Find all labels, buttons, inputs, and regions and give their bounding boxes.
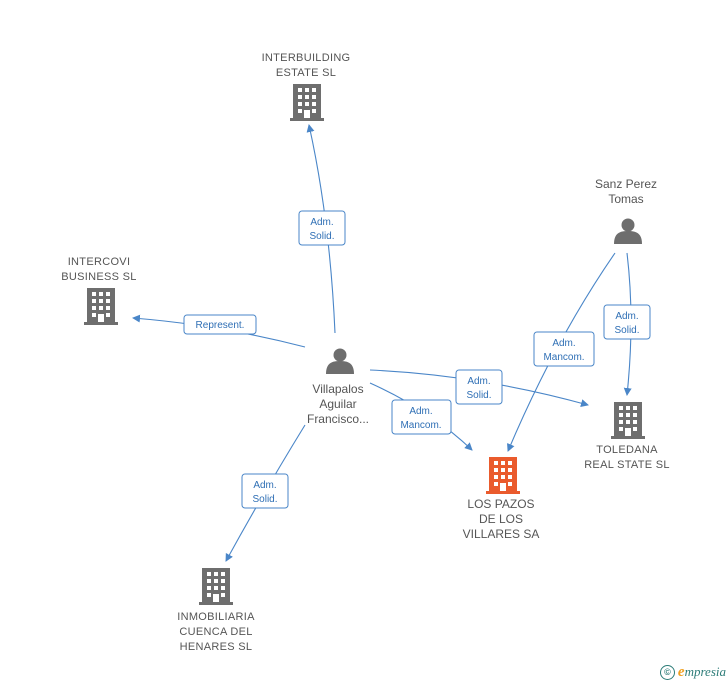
building-icon bbox=[84, 288, 118, 325]
svg-text:Solid.: Solid. bbox=[614, 325, 639, 336]
svg-text:Adm.: Adm. bbox=[310, 217, 333, 228]
svg-text:Adm.: Adm. bbox=[552, 338, 575, 349]
node-label-line2: ESTATE SL bbox=[276, 67, 336, 79]
node-inmobiliaria-cuenca[interactable]: INMOBILIARIA CUENCA DEL HENARES SL bbox=[177, 568, 255, 653]
node-label-line3: HENARES SL bbox=[180, 641, 253, 653]
edge-label-villapalos-interbuilding: Adm. Solid. bbox=[298, 210, 346, 246]
brand-name: empresia bbox=[677, 664, 726, 680]
building-icon bbox=[199, 568, 233, 605]
node-label-line2: DE LOS bbox=[479, 512, 523, 526]
edge-label-sanz-toledana: Adm. Solid. bbox=[603, 304, 651, 340]
node-toledana-real-state[interactable]: TOLEDANA REAL STATE SL bbox=[584, 402, 670, 471]
svg-text:Solid.: Solid. bbox=[252, 494, 277, 505]
node-sanz-perez[interactable]: Sanz Perez Tomas bbox=[595, 177, 657, 244]
empresia-logo[interactable]: © empresia bbox=[659, 664, 726, 681]
node-label-line1: INMOBILIARIA bbox=[177, 611, 255, 623]
svg-text:Adm.: Adm. bbox=[467, 376, 490, 387]
node-label-line1: Villapalos bbox=[312, 382, 363, 396]
node-label-line1: LOS PAZOS bbox=[467, 497, 534, 511]
edge-label-villapalos-lospazos: Adm. Mancom. bbox=[391, 399, 452, 435]
edge-label-sanz-lospazos: Adm. Mancom. bbox=[533, 331, 595, 367]
building-icon bbox=[486, 457, 520, 494]
node-interbuilding-estate[interactable]: INTERBUILDING ESTATE SL bbox=[262, 52, 351, 121]
building-icon bbox=[290, 84, 324, 121]
svg-text:Mancom.: Mancom. bbox=[400, 420, 441, 431]
person-icon bbox=[614, 218, 642, 244]
svg-text:Solid.: Solid. bbox=[466, 390, 491, 401]
node-villapalos-aguilar[interactable]: Villapalos Aguilar Francisco... bbox=[307, 348, 369, 427]
svg-text:Represent.: Represent. bbox=[196, 320, 245, 331]
node-label-line3: Francisco... bbox=[307, 412, 369, 426]
node-label-line1: INTERBUILDING bbox=[262, 52, 351, 64]
node-label-line1: TOLEDANA bbox=[596, 444, 658, 456]
node-label-line3: VILLARES SA bbox=[463, 527, 540, 541]
node-los-pazos-villares[interactable]: LOS PAZOS DE LOS VILLARES SA bbox=[463, 457, 540, 541]
node-label-line2: BUSINESS SL bbox=[61, 271, 136, 283]
node-label-line2: REAL STATE SL bbox=[584, 459, 670, 471]
node-label-line2: CUENCA DEL bbox=[179, 626, 252, 638]
svg-text:Mancom.: Mancom. bbox=[543, 352, 584, 363]
node-label-line1: INTERCOVI bbox=[68, 256, 131, 268]
node-label-line2: Aguilar bbox=[319, 397, 356, 411]
node-intercovi-business[interactable]: INTERCOVI BUSINESS SL bbox=[61, 256, 136, 325]
copyright-icon: © bbox=[659, 665, 675, 680]
svg-text:Adm.: Adm. bbox=[253, 480, 276, 491]
svg-text:Solid.: Solid. bbox=[309, 231, 334, 242]
edge-label-villapalos-intercovi: Represent. bbox=[183, 314, 257, 335]
node-label-line2: Tomas bbox=[608, 192, 643, 206]
svg-text:Adm.: Adm. bbox=[615, 311, 638, 322]
building-icon bbox=[611, 402, 645, 439]
person-icon bbox=[326, 348, 354, 374]
edge-label-villapalos-toledana: Adm. Solid. bbox=[455, 369, 503, 405]
node-label-line1: Sanz Perez bbox=[595, 177, 657, 191]
edge-label-villapalos-inmobiliaria: Adm. Solid. bbox=[241, 473, 289, 509]
svg-text:Adm.: Adm. bbox=[409, 406, 432, 417]
